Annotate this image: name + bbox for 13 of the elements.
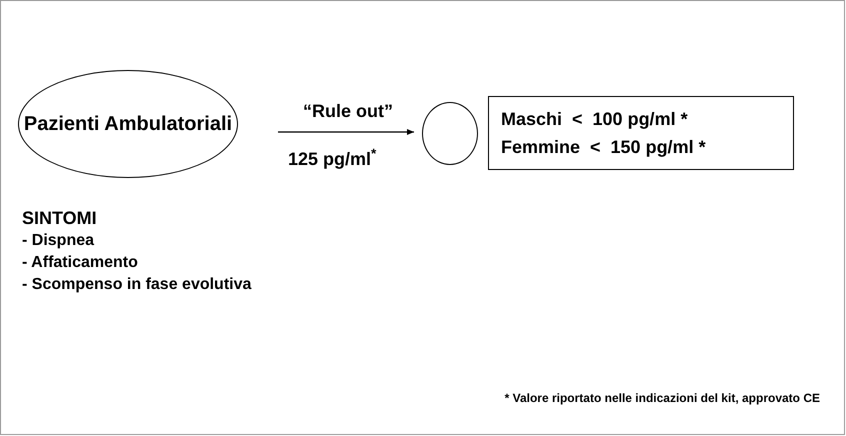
arrow: [278, 129, 414, 135]
threshold-text: Maschi < 100 pg/ml *: [501, 108, 689, 131]
list-item: - Dispnea: [22, 231, 96, 251]
threshold-label: 125 pg/ml$^{*}$: [288, 146, 376, 171]
footnote: * Valore riportato nelle indicazioni del kit, approvato CE: [504, 390, 820, 407]
section-heading: SINTOMI: [22, 207, 98, 230]
list-item: - Scompenso in fase evolutiva: [22, 275, 252, 295]
node-label: Pazienti Ambulatoriali: [22, 112, 234, 137]
threshold-box: [488, 96, 794, 170]
empty-circle: [422, 102, 478, 165]
list-item: - Affaticamento: [22, 253, 139, 273]
threshold-text: Femmine < 150 pg/ml *: [501, 136, 707, 159]
patient-ellipse: [18, 70, 238, 178]
